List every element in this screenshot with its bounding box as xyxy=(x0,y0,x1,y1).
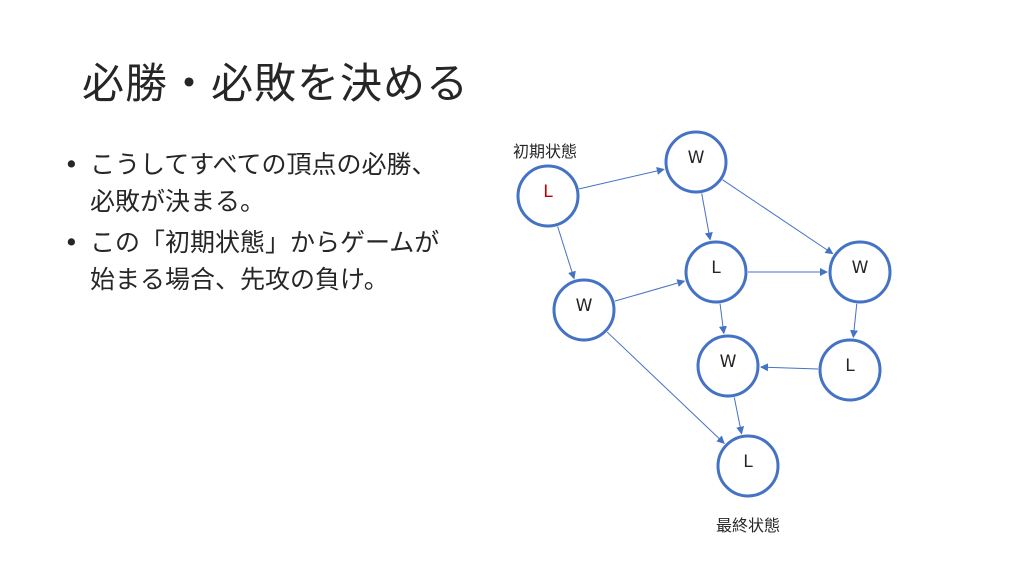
state-node-circle xyxy=(696,334,760,398)
state-node-circle xyxy=(664,130,728,194)
bullet-text: こうしてすべての頂点の必勝、必敗が決まる。 xyxy=(90,150,437,216)
state-node-label: L xyxy=(543,182,553,202)
bullet-item: • この「初期状態」からゲームが始まる場合、先攻の負け。 xyxy=(60,224,460,298)
state-node: W xyxy=(696,334,760,398)
initial-state-label: 初期状態 xyxy=(513,142,578,161)
edge-arrow xyxy=(733,397,745,435)
state-node-circle xyxy=(684,240,748,304)
state-node-circle xyxy=(716,434,780,498)
state-node: W xyxy=(552,278,616,342)
state-node-circle xyxy=(516,164,580,228)
edge-arrow xyxy=(579,167,665,190)
state-node-label: W xyxy=(852,258,869,278)
edge-arrow xyxy=(718,303,727,335)
edge-arrow xyxy=(606,331,725,444)
state-node-label: L xyxy=(743,452,753,472)
graph-edges xyxy=(557,167,859,444)
edge-arrow xyxy=(557,226,576,280)
edge-arrow xyxy=(722,179,834,255)
state-node-circle xyxy=(552,278,616,342)
edge-arrow xyxy=(850,303,859,339)
slide-title: 必勝・必敗を決める xyxy=(82,59,470,108)
state-node: L xyxy=(716,434,780,498)
bullet-dot: • xyxy=(64,228,79,257)
state-node: L xyxy=(516,164,580,228)
state-node-circle xyxy=(828,240,892,304)
state-node: L xyxy=(684,240,748,304)
state-node-label: W xyxy=(576,296,593,316)
bullet-dot: • xyxy=(64,150,79,179)
final-state-label: 最終状態 xyxy=(716,516,781,535)
state-node-label: L xyxy=(845,356,855,376)
edge-arrow xyxy=(701,193,713,241)
state-node-label: W xyxy=(720,352,737,372)
state-node-label: L xyxy=(711,258,721,278)
graph-nodes: L W W L W W L L xyxy=(516,130,892,498)
state-node: L xyxy=(818,338,882,402)
bullet-text: この「初期状態」からゲームが始まる場合、先攻の負け。 xyxy=(90,228,440,294)
bullet-list: • こうしてすべての頂点の必勝、必敗が決まる。 • この「初期状態」からゲームが始ま… xyxy=(60,146,460,302)
edge-arrow xyxy=(614,279,686,302)
state-node-circle xyxy=(818,338,882,402)
state-node-label: W xyxy=(688,148,705,168)
state-node: W xyxy=(828,240,892,304)
state-node: W xyxy=(664,130,728,194)
edge-arrow xyxy=(759,363,819,372)
bullet-item: • こうしてすべての頂点の必勝、必敗が決まる。 xyxy=(60,146,460,220)
